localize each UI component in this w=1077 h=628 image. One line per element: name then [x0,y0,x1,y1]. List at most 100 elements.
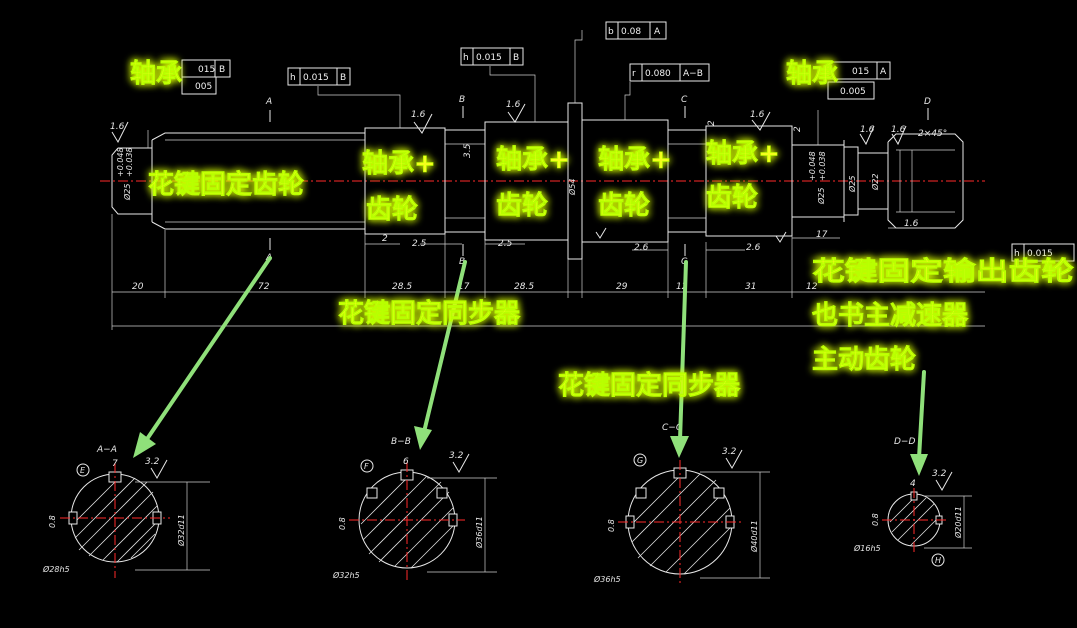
svg-text:7: 7 [112,459,118,469]
svg-text:0.080: 0.080 [645,69,671,79]
svg-text:2.6: 2.6 [634,243,649,253]
svg-text:4: 4 [910,479,916,489]
svg-text:Ø25: Ø25 [122,184,132,201]
svg-text:2.6: 2.6 [746,243,761,253]
svg-text:Ø16h5: Ø16h5 [853,543,881,553]
svg-text:2: 2 [382,234,388,244]
tol-frame-5: 015 B 005 [181,59,231,95]
svg-text:r: r [632,69,636,79]
svg-text:12: 12 [676,282,688,292]
svg-text:0.005: 0.005 [840,87,866,97]
svg-text:Ø36d11: Ø36d11 [474,516,484,549]
svg-text:31: 31 [745,282,756,292]
svg-text:0.8: 0.8 [48,515,57,528]
svg-text:1.6: 1.6 [904,219,919,229]
svg-text:1.6: 1.6 [411,110,426,120]
svg-text:G: G [637,456,643,465]
pointer-arrows [133,256,928,476]
rough-3: 1.6 [506,100,526,123]
svg-text:D−D: D−D [894,437,915,447]
roughness-symbols: 1.6 1.6 1.6 1.6 1.6 1.6 [110,100,907,243]
svg-text:Ø25: Ø25 [816,188,826,205]
svg-text:0.8: 0.8 [607,519,616,532]
label-bearing-gear-1b: 齿轮 [366,195,418,225]
label-bearing-gear-1a: 轴承+ [362,149,436,179]
rough-7 [775,231,787,243]
label-bearing-gear-2b: 齿轮 [496,191,548,221]
tol-frame-3: b 0.08 A [605,21,667,40]
svg-text:+0.038: +0.038 [125,147,134,177]
rough-4: 1.6 [750,110,771,131]
svg-text:A−B: A−B [683,69,703,79]
tolerance-frames: h 0.015 B h 0.015 B b 0.08 A r 0.080 A−B [181,21,1075,262]
svg-text:B: B [459,257,465,267]
svg-text:0.015: 0.015 [303,73,329,83]
label-output-gear-3: 主动齿轮 [812,345,916,375]
svg-text:17: 17 [458,282,470,292]
svg-text:Ø25: Ø25 [847,176,857,193]
tol-frame-6: 015 A 0.005 [827,61,891,100]
annotations: 轴承 轴承 花键固定齿轮 轴承+ 齿轮 轴承+ 齿轮 轴承+ 齿轮 轴承+ 齿轮… [130,59,1075,402]
svg-text:1.6: 1.6 [506,100,521,110]
svg-text:B: B [459,95,465,105]
label-bearing-gear-3a: 轴承+ [598,145,672,175]
label-bearing-gear-4b: 齿轮 [706,183,758,213]
svg-text:2: 2 [707,120,717,126]
length-dimensions: 20 72 28.5 17 28.5 29 12 31 12 [132,282,818,292]
label-bearing-gear-3b: 齿轮 [598,191,650,221]
svg-text:+0.048: +0.048 [808,151,817,181]
rough-2: 1.6 [411,110,433,134]
label-bearing-left: 轴承 [130,59,182,89]
svg-text:2: 2 [793,126,803,132]
svg-text:0.8: 0.8 [871,513,880,526]
svg-text:28.5: 28.5 [514,282,534,292]
svg-text:Ø54: Ø54 [567,179,577,196]
svg-text:C−C: C−C [662,423,683,433]
svg-text:D: D [924,97,931,107]
label-output-gear-1: 花键固定输出齿轮 [812,256,1074,287]
svg-text:3.2: 3.2 [145,457,160,467]
rough-5: 1.6 [859,125,875,146]
label-bearing-gear-2a: 轴承+ [496,145,570,175]
svg-text:005: 005 [195,82,212,92]
svg-text:C: C [681,95,688,105]
svg-text:Ø20d11: Ø20d11 [953,506,963,539]
svg-text:A−A: A−A [96,445,117,455]
rough-1: 1.6 [110,121,129,144]
svg-text:29: 29 [616,282,628,292]
svg-text:12: 12 [806,282,818,292]
svg-text:2×45°: 2×45° [918,129,947,139]
svg-text:0.015: 0.015 [476,53,502,63]
section-a: A−A 7 3.2 E Ø32d11 Ø28h5 0.8 [42,445,210,578]
svg-text:17: 17 [816,230,828,240]
tol-frame-4: r 0.080 A−B [629,63,710,82]
svg-text:2.5: 2.5 [498,239,513,249]
tol-frame-1: h 0.015 B [287,67,351,86]
svg-text:Ø28h5: Ø28h5 [42,564,70,574]
svg-text:0.08: 0.08 [621,27,641,37]
section-b: B−B 6 3.2 F Ø36d11 Ø32h5 0.8 [332,437,497,580]
svg-text:1.6: 1.6 [750,110,765,120]
svg-text:b: b [608,27,614,37]
svg-text:20: 20 [132,282,144,292]
section-d: D−D 4 3.2 H Ø20d11 Ø16h5 0.8 [853,437,972,567]
svg-text:Ø32h5: Ø32h5 [332,570,360,580]
svg-text:Ø32d11: Ø32d11 [176,514,186,547]
svg-text:72: 72 [258,282,270,292]
rough-6: 1.6 [891,125,907,146]
dimension-lines [111,30,985,330]
svg-text:3.2: 3.2 [449,451,464,461]
svg-text:B−B: B−B [391,437,411,447]
label-spline-sync-2: 花键固定同步器 [558,370,741,401]
label-bearing-right: 轴承 [786,59,838,89]
svg-text:+0.048: +0.048 [116,147,125,177]
svg-text:A: A [880,67,887,77]
svg-text:B: B [513,53,519,63]
svg-text:Ø36h5: Ø36h5 [593,574,621,584]
svg-text:H: H [935,556,941,565]
svg-text:Ø40d11: Ø40d11 [749,520,759,553]
svg-text:B: B [219,65,225,75]
svg-text:0.015: 0.015 [1027,249,1053,259]
svg-text:3.2: 3.2 [722,447,737,457]
svg-text:F: F [364,462,369,471]
